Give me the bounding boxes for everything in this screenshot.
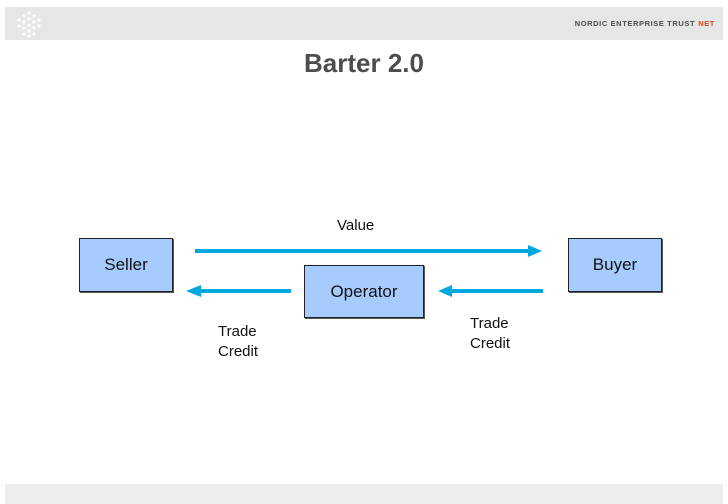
trade-credit-left-label: Trade Credit: [218, 322, 258, 362]
dot-grid-logo-icon: [17, 11, 41, 38]
buyer-label: Buyer: [592, 255, 638, 274]
slide-title: Barter 2.0: [304, 48, 424, 78]
seller-label: Seller: [104, 255, 148, 274]
trade-credit-right-arrowhead: [438, 285, 452, 297]
buyer-node: Buyer: [568, 238, 662, 292]
operator-label: Operator: [330, 281, 398, 301]
brand-main-text: NORDIC ENTERPRISE TRUST: [574, 19, 696, 28]
trade-credit-right-line2: Credit: [470, 335, 511, 352]
value-arrowhead: [528, 245, 542, 257]
trade-credit-left-arrowhead: [186, 285, 201, 297]
seller-node: Seller: [79, 238, 173, 292]
trade-credit-right-line1: Trade: [470, 315, 509, 332]
brand-accent-text: NET: [698, 19, 715, 28]
trade-credit-left-line1: Trade: [218, 323, 257, 340]
trade-credit-left-line2: Credit: [218, 343, 259, 360]
trade-credit-right-label: Trade Credit: [470, 314, 510, 354]
footer-bar: [5, 484, 723, 504]
value-label: Value: [337, 217, 375, 234]
operator-node: Operator: [304, 265, 424, 318]
